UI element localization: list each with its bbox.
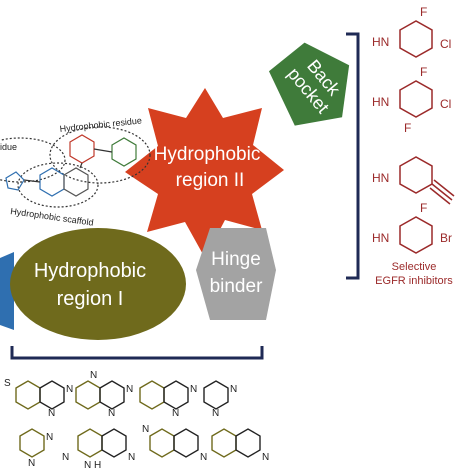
hinge-binder-hexagon [196, 228, 276, 320]
scaffold-atom-7: N [172, 408, 179, 419]
hydrophobic-region-1-label-line1: Hydrophobic [34, 260, 146, 282]
hinge-binder: Hinge binder [196, 228, 276, 320]
ligand-label-hydrophobic-residue: Hydrophobic residue [59, 115, 142, 134]
scaffold-atom-0: S [4, 378, 11, 389]
scaffold-atom-13: N [84, 460, 91, 471]
scaffold-atom-6: N [190, 384, 197, 395]
hydrophobic-region-2-star [125, 88, 284, 258]
egfr-substituent-0: HN [372, 35, 389, 49]
dotted-ellipse-residue [0, 137, 66, 183]
dotted-ellipse-hydrophobic-scaffold [17, 162, 99, 208]
scaffold-atom-10: N [46, 432, 53, 443]
egfr-substituent-7: HN [372, 171, 389, 185]
egfr-label-line2: EGFR inhibitors [375, 275, 453, 287]
dotted-ellipse-hydrophobic-residue [49, 126, 151, 184]
scaffold-atom-15: N [128, 452, 135, 463]
back-pocket: Back pocket [268, 42, 350, 126]
egfr-substituent-8: HN [372, 231, 389, 245]
egfr-label-line1: Selective [392, 261, 437, 273]
scaffold-atom-17: N [200, 452, 207, 463]
egfr-substituent-6: Cl [440, 97, 451, 111]
scaffold-atom-14: H [94, 460, 101, 471]
scaffold-atom-16: N [142, 424, 149, 435]
hydrophobic-region-2-label-line2: region II [176, 170, 245, 191]
scaffold-bracket [10, 346, 264, 360]
blue-edge-shape [0, 252, 14, 330]
ligand-label-hydrophobic-scaffold: Hydrophobic scaffold [10, 206, 94, 228]
hydrophobic-region-2-label-line1: Hydrophobic [154, 144, 261, 165]
ligand-label-residue: idue [0, 142, 17, 152]
scaffold-atom-9: N [212, 408, 219, 419]
back-pocket-pentagon [268, 42, 350, 126]
scaffold-atom-18: N [262, 452, 269, 463]
scaffold-atom-12: N [62, 452, 69, 463]
egfr-substituent-4: F [420, 65, 427, 79]
hydrophobic-region-1-ellipse [10, 228, 186, 340]
scaffold-atom-1: N [66, 384, 73, 395]
egfr-substituent-9: F [420, 201, 427, 215]
hinge-binder-label-line2: binder [210, 276, 263, 297]
egfr-substituent-10: Br [440, 231, 452, 245]
egfr-structures: HN F Cl HN F F Cl HN HN F Br [372, 5, 455, 254]
scaffold-atom-5: N [108, 408, 115, 419]
scaffold-atom-8: N [230, 384, 237, 395]
scaffold-atom-11: N [28, 458, 35, 469]
egfr-substituent-3: HN [372, 95, 389, 109]
scaffold-atom-3: N [90, 370, 97, 381]
egfr-bracket [346, 32, 360, 280]
hinge-binder-label-line1: Hinge [211, 249, 261, 270]
hydrophobic-region-1: Hydrophobic region I [10, 228, 186, 340]
scaffold-atom-4: N [126, 384, 133, 395]
scaffold-structures: S N N N N N N N N N N N N N H N N N N [4, 370, 269, 471]
egfr-substituent-1: F [420, 5, 427, 19]
hydrophobic-region-2: Hydrophobic region II [125, 88, 284, 258]
egfr-substituent-5: F [404, 121, 411, 135]
scaffold-atom-2: N [48, 408, 55, 419]
hydrophobic-region-1-label-line2: region I [57, 288, 124, 310]
egfr-substituent-2: Cl [440, 37, 451, 51]
